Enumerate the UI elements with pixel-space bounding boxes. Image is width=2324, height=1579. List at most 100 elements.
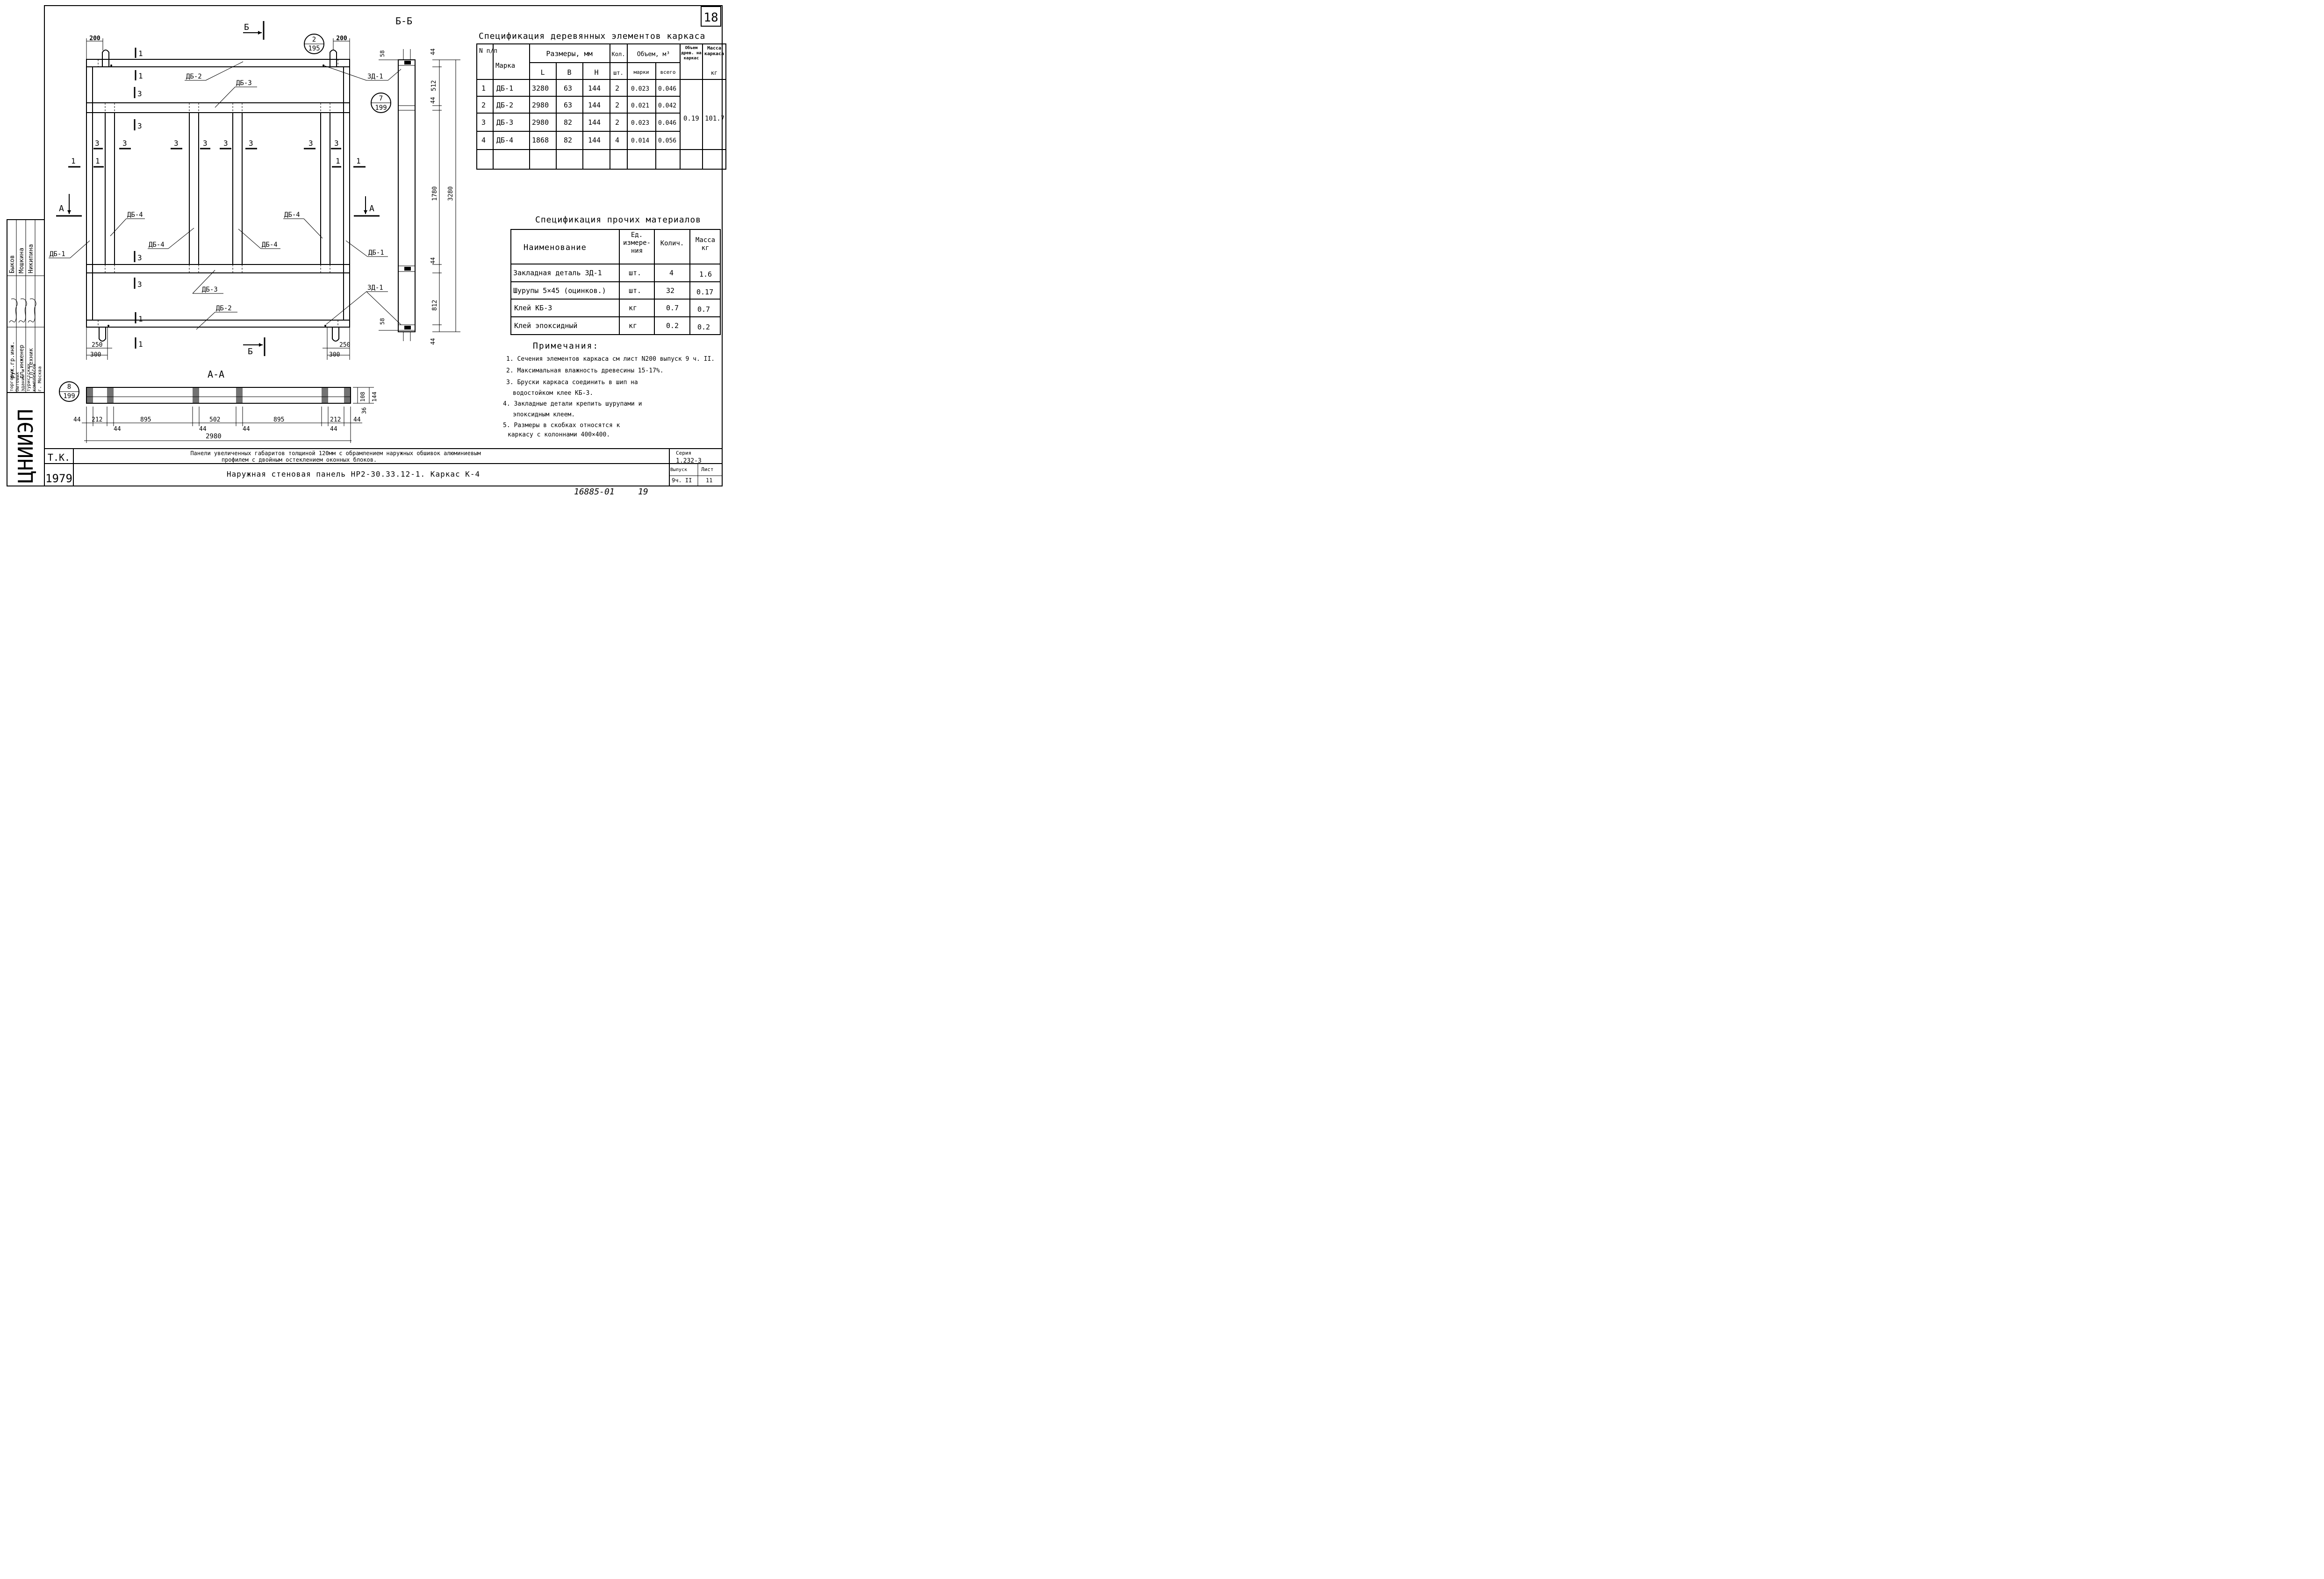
svg-text:3: 3 — [95, 139, 100, 148]
svg-text:58: 58 — [379, 50, 386, 57]
svg-text:82: 82 — [564, 118, 572, 127]
svg-text:3280: 3280 — [532, 84, 549, 93]
callout-8-199: 8 199 — [59, 381, 79, 402]
svg-text:8: 8 — [67, 383, 71, 391]
svg-text:ЦНИИЭП: ЦНИИЭП — [14, 409, 38, 483]
aa-dimensions: 44 212 44 895 44 502 44 895 212 44 44 29… — [73, 387, 378, 443]
svg-text:1: 1 — [138, 340, 143, 349]
svg-text:3: 3 — [137, 89, 142, 98]
svg-text:195: 195 — [308, 45, 320, 52]
sheet-number-box — [701, 6, 721, 27]
svg-text:300: 300 — [329, 351, 340, 358]
svg-text:3: 3 — [174, 139, 179, 148]
left-stamp: ЦНИИЭП торговых бытовых зданий и туристс… — [7, 219, 45, 486]
callout-7-199: 7 199 — [371, 93, 391, 113]
svg-text:895: 895 — [140, 416, 151, 423]
svg-text:марки: марки — [633, 69, 649, 75]
svg-text:комплексов: комплексов — [32, 364, 37, 392]
svg-text:ДБ-4: ДБ-4 — [262, 241, 278, 249]
svg-text:2: 2 — [615, 84, 619, 93]
svg-text:63: 63 — [564, 101, 572, 109]
section-aa: А-А — [86, 369, 351, 404]
svg-text:0.021: 0.021 — [631, 102, 649, 109]
svg-text:N п/п: N п/п — [479, 48, 497, 55]
svg-text:1780: 1780 — [431, 186, 438, 201]
svg-text:Быков: Быков — [9, 255, 16, 273]
svg-text:3: 3 — [249, 139, 253, 148]
svg-text:144: 144 — [588, 118, 601, 127]
svg-text:1: 1 — [71, 157, 76, 165]
svg-text:1. Сечения элементов каркаса с: 1. Сечения элементов каркаса см лист N20… — [506, 356, 715, 363]
svg-text:44: 44 — [73, 416, 81, 423]
svg-text:Наружная стеновая панель НР2-3: Наружная стеновая панель НР2-30.33.12-1.… — [227, 470, 480, 479]
svg-text:32: 32 — [666, 286, 674, 295]
svg-text:2: 2 — [481, 101, 486, 109]
svg-text:44: 44 — [430, 49, 436, 55]
svg-text:кг: кг — [629, 304, 637, 312]
svg-text:200: 200 — [89, 35, 100, 42]
svg-text:36: 36 — [361, 407, 367, 414]
svg-text:0.046: 0.046 — [658, 120, 676, 127]
svg-text:А: А — [369, 204, 374, 214]
svg-text:г. Москва: г. Москва — [37, 366, 43, 392]
svg-text:0.7: 0.7 — [666, 304, 679, 312]
svg-text:0.046: 0.046 — [658, 86, 676, 93]
svg-text:3: 3 — [203, 139, 208, 148]
svg-text:300: 300 — [90, 351, 101, 358]
svg-text:3: 3 — [308, 139, 313, 148]
frame-front-view — [86, 59, 350, 328]
svg-text:Колич.: Колич. — [660, 240, 684, 247]
svg-text:торговых: торговых — [9, 369, 14, 392]
svg-text:44: 44 — [243, 426, 250, 433]
svg-text:Выпуск: Выпуск — [670, 467, 687, 472]
svg-text:108: 108 — [359, 392, 366, 402]
svg-text:1.6: 1.6 — [699, 270, 712, 279]
svg-text:Клей эпоксидный: Клей эпоксидный — [514, 322, 577, 330]
svg-text:82: 82 — [564, 136, 572, 144]
svg-text:Наименование: Наименование — [524, 243, 587, 252]
svg-text:0.2: 0.2 — [697, 323, 710, 331]
svg-text:502: 502 — [209, 416, 220, 423]
svg-text:1: 1 — [336, 157, 340, 165]
svg-text:Б: Б — [244, 22, 249, 32]
svg-text:2: 2 — [312, 36, 316, 43]
svg-text:2: 2 — [615, 118, 619, 127]
svg-text:2980: 2980 — [206, 433, 222, 440]
svg-text:199: 199 — [375, 104, 387, 112]
svg-text:ДБ-1: ДБ-1 — [368, 249, 384, 257]
svg-text:Объем, м³: Объем, м³ — [637, 51, 670, 58]
svg-text:1: 1 — [138, 314, 143, 323]
svg-text:туристских: туристских — [26, 364, 31, 392]
member-labels: ДБ-2 ДБ-3 ДБ-4 ДБ-4 ДБ-4 ДБ-4 ДБ-1 ДБ-1 … — [49, 61, 402, 330]
svg-text:Мошкина: Мошкина — [18, 248, 25, 273]
dim-250-300-right: 250 300 — [323, 327, 350, 360]
svg-text:0.014: 0.014 — [631, 137, 649, 144]
svg-text:кг: кг — [629, 322, 637, 330]
svg-text:0.7: 0.7 — [697, 305, 710, 314]
svg-text:Панели увеличенных габаритов т: Панели увеличенных габаритов толщиной 12… — [190, 450, 481, 457]
svg-text:895: 895 — [273, 416, 284, 423]
sheet-number: 18 — [703, 11, 718, 25]
signature-2 — [18, 298, 27, 323]
svg-text:Закладная деталь ЗД-1: Закладная деталь ЗД-1 — [513, 269, 602, 277]
svg-text:Лист: Лист — [701, 466, 714, 472]
svg-text:3280: 3280 — [447, 186, 454, 201]
svg-text:0.042: 0.042 — [658, 102, 676, 109]
svg-text:1: 1 — [481, 84, 486, 93]
svg-text:Кол.: Кол. — [612, 51, 625, 57]
svg-text:212: 212 — [92, 416, 102, 423]
svg-text:гл.инженер: гл.инженер — [18, 345, 25, 379]
svg-text:H: H — [594, 68, 598, 77]
svg-text:200: 200 — [336, 35, 347, 42]
svg-text:ДБ-3: ДБ-3 — [202, 286, 218, 293]
svg-text:1: 1 — [138, 49, 143, 58]
svg-text:ЗД-1: ЗД-1 — [367, 284, 383, 292]
dim-200-right: 200 — [333, 35, 350, 59]
svg-text:всего: всего — [660, 69, 675, 75]
svg-text:ЗД-1: ЗД-1 — [367, 73, 383, 80]
svg-text:2980: 2980 — [532, 118, 549, 127]
svg-text:44: 44 — [430, 257, 436, 264]
svg-text:Спецификация деревянных элемен: Спецификация деревянных элементов каркас… — [479, 31, 705, 41]
svg-text:Размеры, мм: Размеры, мм — [546, 50, 592, 58]
svg-text:212: 212 — [330, 416, 341, 423]
